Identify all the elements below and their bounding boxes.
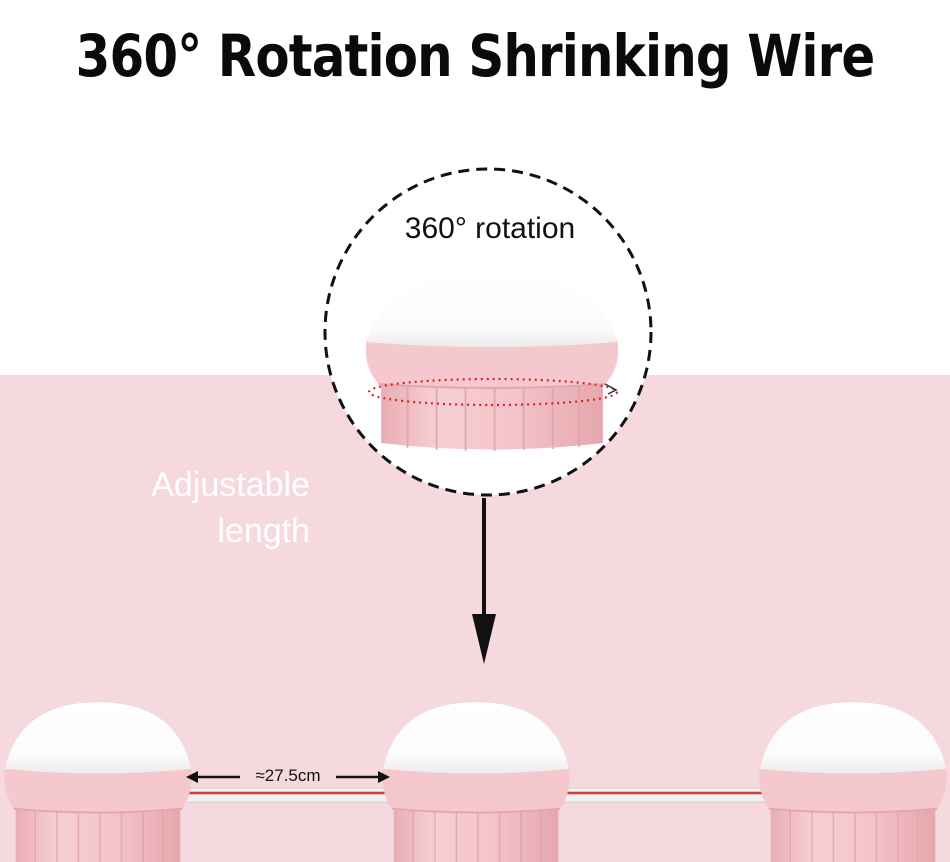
rotation-label: 360° rotation [404, 212, 576, 245]
double-arrow-icon [186, 771, 390, 783]
down-arrow-icon [472, 498, 496, 664]
lamp-center [381, 701, 571, 862]
spacing-label: ≈27.5cm [255, 766, 321, 785]
side-label-line2: length [217, 512, 310, 550]
lamp-left [3, 701, 193, 862]
lamp-right [758, 701, 948, 862]
page-title: 360° Rotation Shrinking Wire [75, 22, 876, 90]
side-label-line1: Adjustable [151, 466, 310, 504]
adjustable-length-label: Adjustable length [100, 462, 310, 554]
rotation-path-icon [367, 377, 619, 407]
lamp-zoomed [364, 270, 620, 453]
